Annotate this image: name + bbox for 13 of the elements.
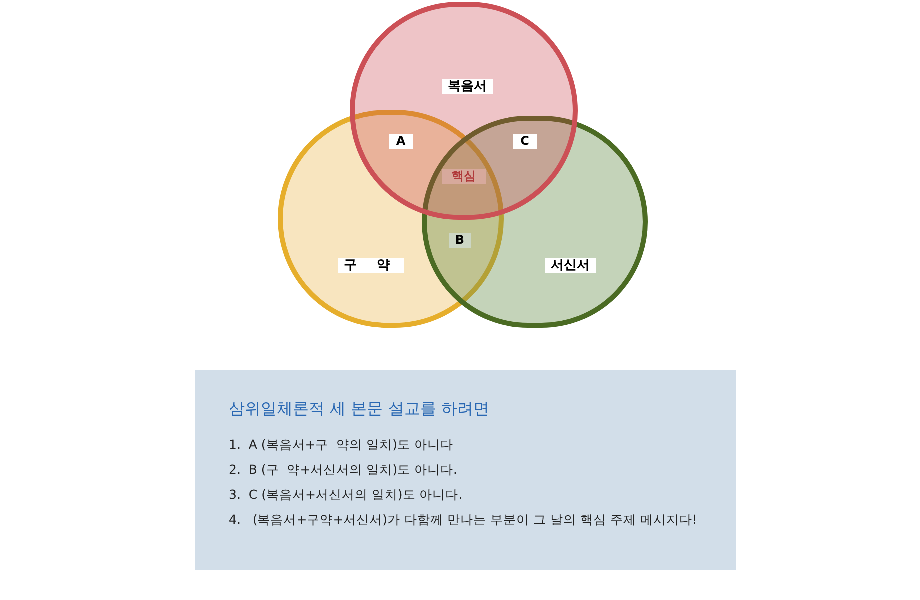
region-label: C [513, 134, 537, 149]
panel-heading: 삼위일체론적 세 본문 설교를 하려면 [229, 398, 490, 420]
circle-label: 서신서 [545, 258, 596, 273]
list-item: 1. A (복음서+구 약의 일치)도 아니다 [229, 436, 454, 454]
region-label: A [389, 134, 413, 149]
list-item: 2. B (구 약+서신서의 일치)도 아니다. [229, 461, 458, 479]
region-label: B [449, 233, 471, 248]
circle-label: 복음서 [442, 79, 493, 94]
list-item: 3. C (복음서+서신서의 일치)도 아니다. [229, 486, 463, 504]
list-item: 4. (복음서+구약+서신서)가 다함께 만나는 부분이 그 날의 핵심 주제 메시지다! [229, 511, 698, 529]
note-panel [195, 370, 736, 570]
circle-label: 구 약 [338, 258, 404, 273]
region-label: 핵심 [442, 169, 486, 184]
